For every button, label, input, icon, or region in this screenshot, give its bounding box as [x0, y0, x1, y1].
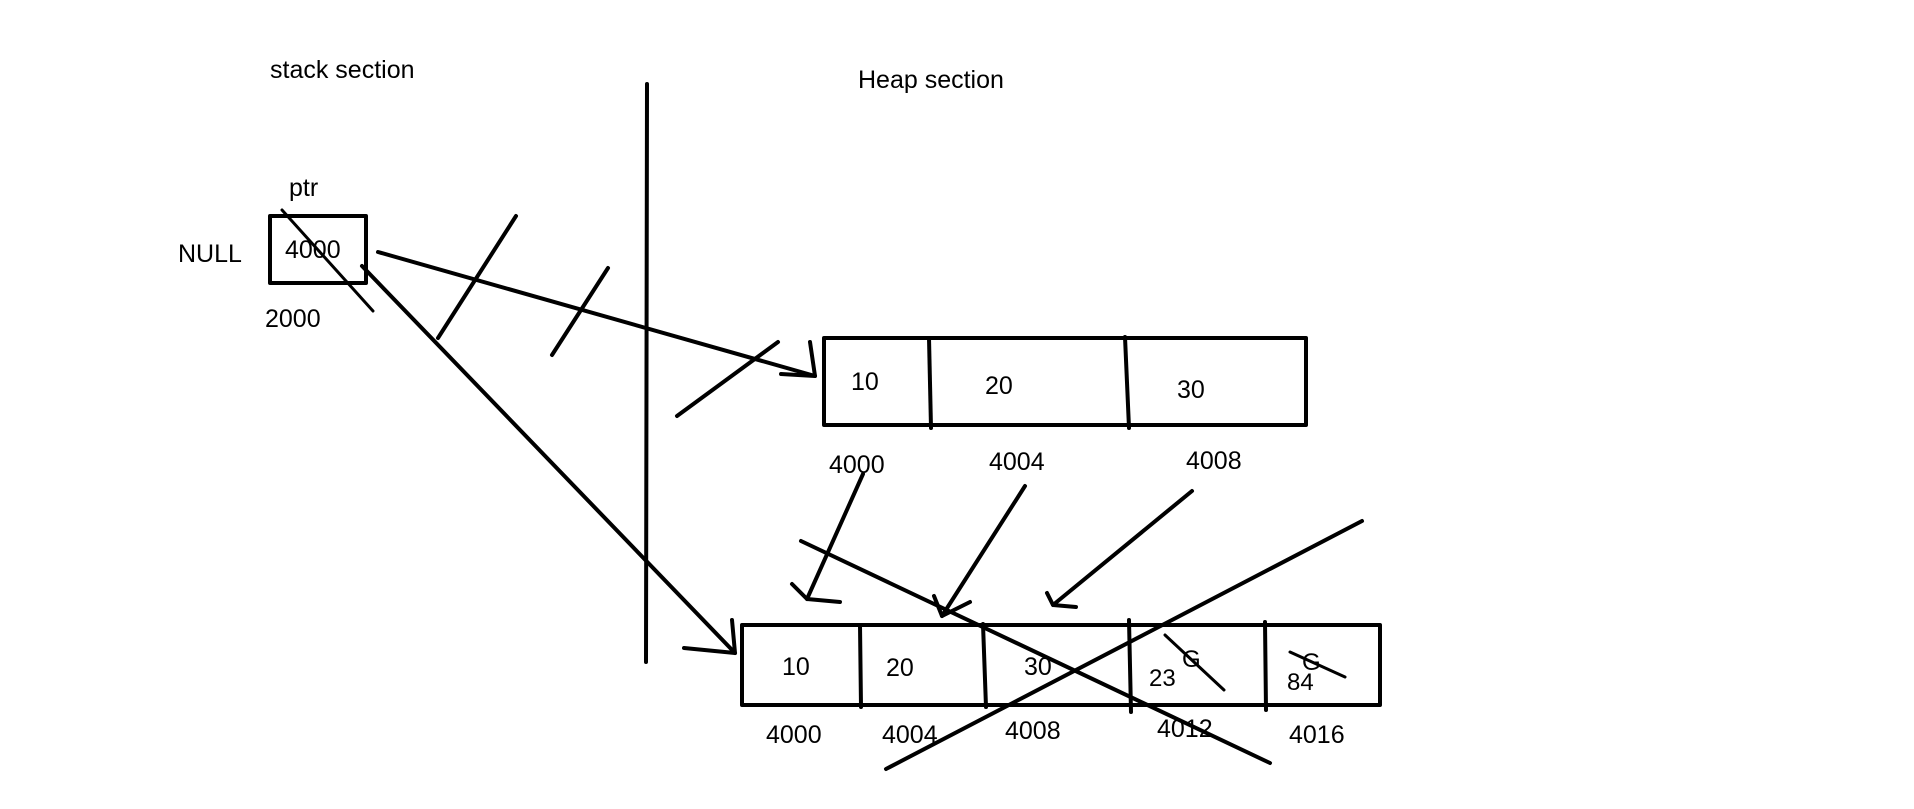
old-block-address-2: 4004	[989, 448, 1045, 476]
block-cross-stroke-1	[799, 539, 1272, 765]
old-block-value-1: 10	[851, 368, 879, 396]
new-block-value-5: 84	[1287, 669, 1314, 696]
new-block-value-2: 20	[886, 654, 914, 682]
new-heap-block	[740, 618, 1382, 714]
block-cross-stroke-2	[884, 519, 1364, 771]
old-heap-block	[822, 335, 1308, 430]
new-pointer-arrow	[360, 264, 737, 655]
new-block-address-4: 4012	[1157, 715, 1213, 743]
old-arrow-strike-2	[550, 266, 610, 357]
ptr-box	[268, 214, 368, 285]
old-block-value-3: 30	[1177, 376, 1205, 404]
ptr-address: 2000	[265, 305, 321, 333]
section-divider	[644, 82, 649, 664]
old-arrow-strike-3	[675, 340, 780, 418]
overwritten-2-strike	[1288, 650, 1347, 679]
old-block-value-2: 20	[985, 372, 1013, 400]
old-pointer-arrow	[376, 250, 817, 378]
stack-section-title: stack section	[270, 56, 415, 84]
ptr-old-value: NULL	[178, 240, 242, 268]
ptr-strike	[280, 208, 375, 313]
old-block-address-1: 4000	[829, 451, 885, 479]
new-block-value-1: 10	[782, 653, 810, 681]
copy-arrow-3	[1045, 489, 1194, 609]
new-block-address-5: 4016	[1289, 721, 1345, 749]
heap-section-title: Heap section	[858, 66, 1004, 94]
ptr-value: 4000	[285, 236, 341, 264]
overwritten-1-strike	[1163, 633, 1226, 692]
copy-arrow-1	[790, 472, 865, 604]
old-block-address-3: 4008	[1186, 447, 1242, 475]
new-block-address-2: 4004	[882, 721, 938, 749]
new-block-address-1: 4000	[766, 721, 822, 749]
ptr-label: ptr	[289, 174, 318, 202]
new-block-address-3: 4008	[1005, 717, 1061, 745]
old-arrow-strike-1	[436, 214, 518, 340]
copy-arrow-2	[932, 484, 1027, 618]
new-block-value-4: 23	[1149, 665, 1176, 692]
